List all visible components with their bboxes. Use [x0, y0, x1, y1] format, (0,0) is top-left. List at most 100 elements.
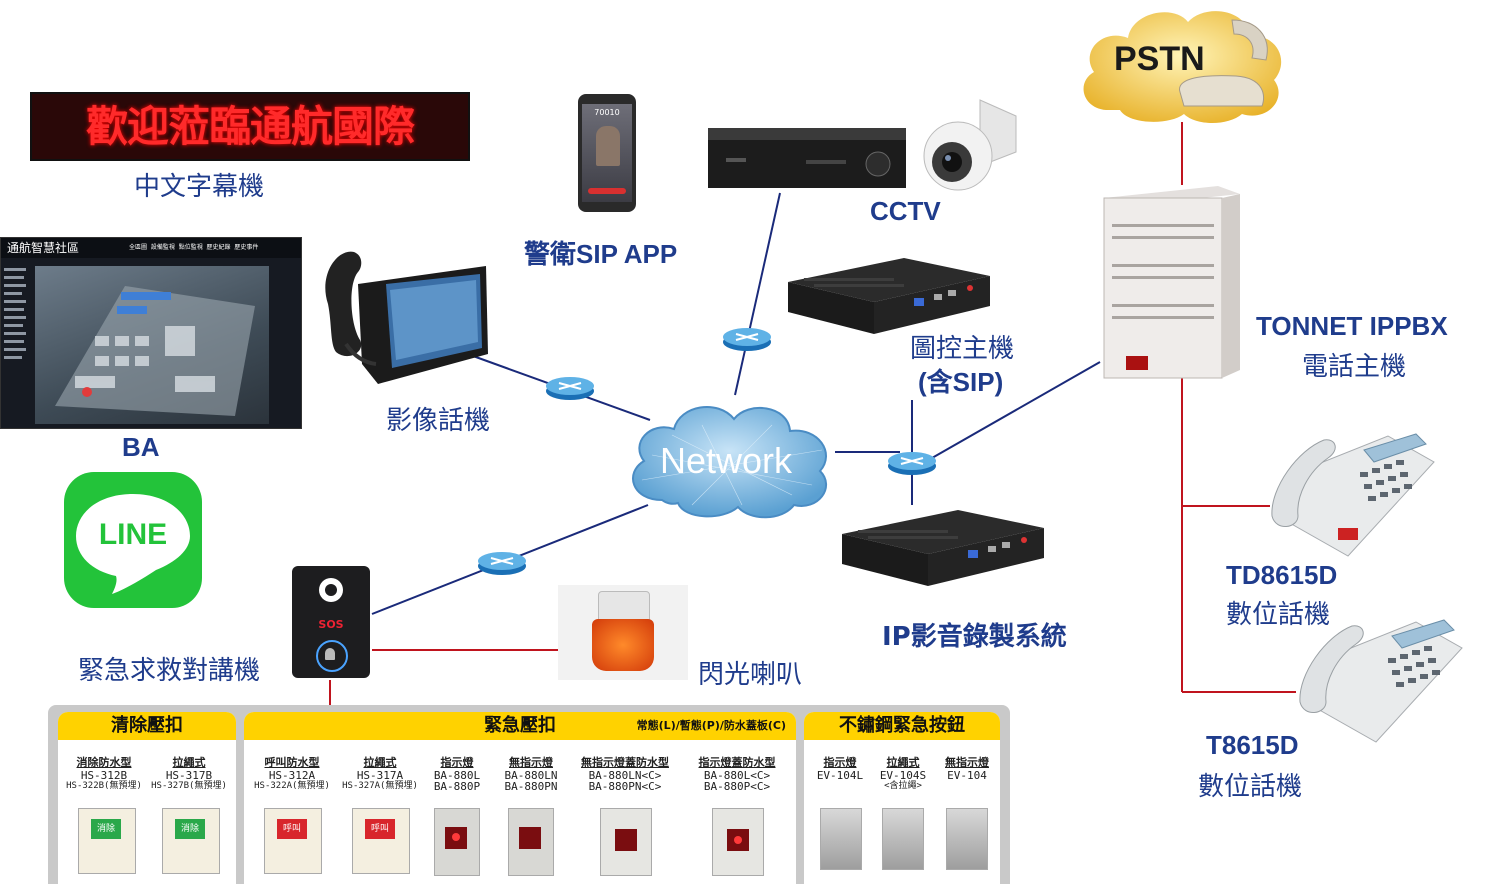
router-icon: [478, 552, 526, 575]
ba-topbar: 通航智慧社區 全區圖 設備監視 點位監視 歷史紀錄 歷史事件: [1, 238, 301, 258]
product-model: BA-880LN<C>: [588, 769, 662, 782]
intercom-label: 緊急求救對講機: [78, 656, 261, 686]
product-image: [434, 808, 480, 876]
ba-menu-item: 歷史紀錄: [206, 244, 231, 251]
product-model: HS-317A: [356, 769, 404, 782]
section-clear: 清除壓扣 消除防水型 HS-312B HS-322B(無預埋) 消除 拉繩式 H…: [58, 712, 236, 884]
line-logo: LINE: [64, 472, 202, 608]
product-type: 指示燈: [440, 756, 474, 769]
recorder-label: IP影音錄製系統: [882, 616, 1067, 653]
strobe-device: [558, 585, 688, 680]
product-model: BA-880L: [433, 769, 481, 782]
ba-brand: 通航智慧社區: [7, 241, 80, 255]
line-logo-text: LINE: [98, 518, 168, 551]
desk-phone-1-desc: 數位話機: [1226, 600, 1331, 630]
product-type: 無指示燈蓋防水型: [581, 756, 669, 769]
router-icon: [723, 328, 771, 351]
led-sign-label: 中文字幕機: [134, 172, 265, 202]
product-image: 呼叫: [264, 808, 322, 874]
product-image: [820, 808, 862, 870]
product-type: 拉繩式: [886, 756, 920, 769]
guard-phone-device: 70010: [578, 94, 636, 212]
cctv-camera-device: [923, 99, 1017, 191]
guard-app-label: 警衛SIP APP: [524, 239, 678, 269]
desk-phone-2-desc: 數位話機: [1198, 772, 1303, 802]
desk-phone-2-device: [1299, 619, 1463, 743]
product-image: [600, 808, 652, 876]
button-face: 呼叫: [365, 819, 395, 839]
network-label: Network: [660, 440, 793, 481]
map-host-label-2: (含SIP): [918, 367, 1004, 397]
product-model: EV-104: [947, 769, 987, 782]
section-emergency-note: 常態(L)/暫態(P)/防水蓋板(C): [636, 719, 786, 732]
product-type: 拉繩式: [172, 756, 206, 769]
product-model: HS-317B: [165, 769, 213, 782]
section-stainless: 不鏽鋼緊急按鈕 指示燈 EV-104L 拉繩式 EV-104S <含拉繩> 無指…: [804, 712, 1000, 884]
product-image: [508, 808, 554, 876]
product-emergency-1: 呼叫防水型 HS-312A HS-322A(無預埋) 呼叫: [250, 754, 334, 874]
product-emergency-4: 無指示燈 BA-880LN BA-880PN: [496, 754, 566, 876]
ba-menu-item: 全區圖: [129, 244, 148, 251]
product-model: EV-104S: [879, 769, 927, 782]
recorder-device: [842, 510, 1044, 586]
section-emergency-title: 緊急壓扣: [244, 712, 796, 740]
product-type: 無指示燈: [509, 756, 553, 769]
router-icon: [546, 377, 594, 400]
button-catalog-panel: 清除壓扣 消除防水型 HS-312B HS-322B(無預埋) 消除 拉繩式 H…: [48, 705, 1010, 884]
strobe-label: 閃光喇叭: [698, 660, 803, 690]
product-image: 消除: [78, 808, 136, 874]
product-model: BA-880PN: [504, 780, 558, 793]
ba-menu-item: 歷史事件: [234, 244, 259, 251]
product-model: EV-104L: [816, 769, 864, 782]
section-clear-title: 清除壓扣: [58, 712, 236, 740]
product-model: <含拉繩>: [884, 781, 922, 791]
video-phone-device: [325, 251, 488, 384]
guard-phone-number: 70010: [594, 108, 620, 117]
button-face: 消除: [91, 819, 121, 839]
ba-menu-item: 設備監視: [150, 244, 175, 251]
product-model: HS-327B(無預埋): [151, 781, 227, 791]
ba-side-menu: [4, 268, 26, 359]
product-emergency-2: 拉繩式 HS-317A HS-327A(無預埋) 呼叫: [338, 754, 422, 874]
product-model: BA-880L<C>: [703, 769, 771, 782]
product-image: [712, 808, 764, 876]
intercom-device: SOS: [292, 566, 370, 678]
product-stainless-3: 無指示燈 EV-104: [936, 754, 998, 870]
video-phone-label: 影像話機: [386, 406, 491, 436]
pstn-label: PSTN: [1114, 40, 1205, 78]
ba-label: BA: [122, 432, 160, 462]
desk-phone-2-model: T8615D: [1206, 730, 1299, 760]
product-image: [946, 808, 988, 870]
product-model: BA-880P: [433, 780, 481, 793]
product-model: HS-327A(無預埋): [342, 781, 418, 791]
product-type: 無指示燈: [945, 756, 989, 769]
ippbx-label-2: 電話主機: [1302, 352, 1407, 382]
ba-menu-item: 點位監視: [178, 244, 203, 251]
product-type: 指示燈蓋防水型: [698, 756, 776, 769]
product-model: HS-312A: [268, 769, 316, 782]
section-stainless-title: 不鏽鋼緊急按鈕: [804, 712, 1000, 740]
desk-phone-1-device: [1271, 433, 1435, 557]
product-image: 消除: [162, 808, 220, 874]
recorder-label-text: IP影音錄製系統: [882, 622, 1067, 652]
link-guard-app: [734, 192, 781, 396]
product-emergency-5: 無指示燈蓋防水型 BA-880LN<C> BA-880PN<C>: [570, 754, 680, 876]
product-stainless-2: 拉繩式 EV-104S <含拉繩>: [872, 754, 934, 870]
ba-floor-map: [35, 266, 269, 424]
product-model: HS-312B: [80, 769, 128, 782]
product-image: 呼叫: [352, 808, 410, 874]
product-model: HS-322A(無預埋): [254, 781, 330, 791]
product-type: 拉繩式: [363, 756, 397, 769]
network-cloud: [632, 405, 827, 519]
product-emergency-6: 指示燈蓋防水型 BA-880L<C> BA-880P<C>: [682, 754, 792, 876]
ba-screen: 通航智慧社區 全區圖 設備監視 點位監視 歷史紀錄 歷史事件: [0, 237, 302, 429]
map-host-label-1: 圖控主機: [910, 334, 1015, 364]
intercom-sos: SOS: [318, 618, 344, 631]
product-model: BA-880PN<C>: [588, 780, 662, 793]
pstn-cloud: [1083, 11, 1282, 123]
dvr-device: [708, 128, 906, 188]
product-image: [882, 808, 924, 870]
product-clear-1: 消除防水型 HS-312B HS-322B(無預埋) 消除: [64, 754, 144, 874]
led-sign: 歡迎蒞臨通航國際: [30, 92, 470, 161]
product-type: 指示燈: [823, 756, 857, 769]
